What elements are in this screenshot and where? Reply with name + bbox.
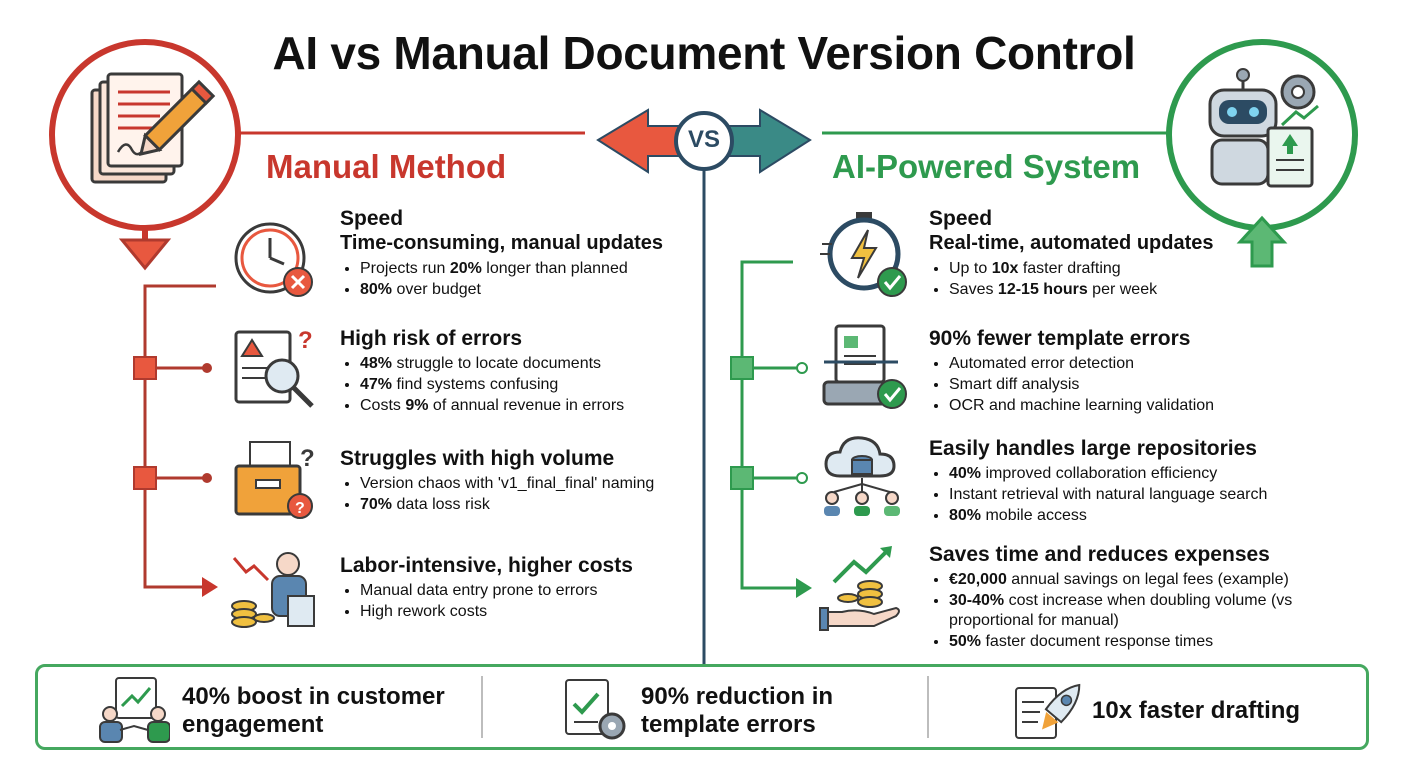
bullet: Up to 10x faster drafting <box>949 258 1369 279</box>
bullet: Version chaos with 'v1_final_final' nami… <box>360 473 780 494</box>
scanner-doc-icon <box>822 324 907 409</box>
ai-section-title: AI-Powered System <box>832 148 1141 185</box>
divider <box>927 676 929 738</box>
bullet: 70% data loss risk <box>360 494 780 515</box>
ai-item-repositories: Easily handles large repositories 40% im… <box>929 436 1369 526</box>
bullet: 48% struggle to locate documents <box>360 353 780 374</box>
bullet: 50% faster document response times <box>949 631 1309 652</box>
stat-line: engagement <box>182 711 324 738</box>
stat-line: template errors <box>641 711 816 738</box>
stat-line: 10x faster drafting <box>1092 697 1301 724</box>
bullet: 30-40% cost increase when doubling volum… <box>949 590 1309 631</box>
ai-badge <box>1166 39 1358 268</box>
svg-text:?: ? <box>300 445 315 472</box>
manual-item-errors: High risk of errors 48% struggle to loca… <box>340 326 780 416</box>
bullet: Smart diff analysis <box>949 374 1369 395</box>
ai-item-heading: Easily handles large repositories <box>929 437 1257 460</box>
bullet: Projects run 20% longer than planned <box>360 258 780 279</box>
error-doc-icon: ? <box>234 327 314 408</box>
manual-item-heading: Labor-intensive, higher costs <box>340 554 633 577</box>
stats-panel <box>35 664 1369 750</box>
bullet: OCR and machine learning validation <box>949 395 1369 416</box>
page-title: AI vs Manual Document Version Control <box>272 27 1136 79</box>
clock-icon <box>234 222 313 297</box>
manual-item-speed: Speed Time-consuming, manual updates Pro… <box>340 206 780 300</box>
file-box-icon: ? ? <box>234 441 315 519</box>
bullet: Costs 9% of annual revenue in errors <box>360 395 780 416</box>
bullet: €20,000 annual savings on legal fees (ex… <box>949 569 1309 590</box>
bullet: Automated error detection <box>949 353 1369 374</box>
ai-item-heading: Speed <box>929 207 993 230</box>
bullet: Manual data entry prone to errors <box>360 580 780 601</box>
stat-drafting: 10x faster drafting <box>1092 697 1300 725</box>
rocket-icon <box>1015 683 1081 739</box>
bullet: High rework costs <box>360 601 780 622</box>
bullet: Instant retrieval with natural language … <box>949 484 1369 505</box>
vs-label: VS <box>687 126 720 153</box>
manual-item-volume: Struggles with high volume Version chaos… <box>340 446 780 515</box>
bullet: 40% improved collaboration efficiency <box>949 463 1369 484</box>
engagement-icon <box>99 677 170 743</box>
manual-item-heading: Struggles with high volume <box>340 447 615 470</box>
cloud-database-icon <box>824 436 900 516</box>
ai-item-subheading: Real-time, automated updates <box>929 232 1214 254</box>
divider <box>481 676 483 738</box>
stat-engagement: 40% boost in customer engagement <box>182 683 445 739</box>
stat-line: 90% reduction in <box>641 683 834 710</box>
bullet: 80% mobile access <box>949 505 1369 526</box>
manual-item-heading: Speed <box>340 207 404 230</box>
svg-text:?: ? <box>295 500 305 517</box>
bullet: Saves 12-15 hours per week <box>949 279 1369 300</box>
ai-item-heading: Saves time and reduces expenses <box>929 543 1270 566</box>
manual-item-heading: High risk of errors <box>340 327 523 350</box>
checklist-gear-icon <box>565 679 626 740</box>
manual-badge <box>49 39 241 271</box>
stat-line: 40% boost in customer <box>182 683 445 710</box>
ai-item-expenses: Saves time and reduces expenses €20,000 … <box>929 542 1309 652</box>
ai-item-speed: Speed Real-time, automated updates Up to… <box>929 206 1369 300</box>
labor-cost-icon <box>231 552 315 628</box>
ai-item-errors: 90% fewer template errors Automated erro… <box>929 326 1369 416</box>
stopwatch-icon <box>820 212 907 297</box>
svg-text:?: ? <box>298 327 313 354</box>
manual-item-costs: Labor-intensive, higher costs Manual dat… <box>340 553 780 622</box>
bullet: 47% find systems confusing <box>360 374 780 395</box>
manual-section-title: Manual Method <box>266 148 507 185</box>
stat-template-errors: 90% reduction in template errors <box>641 683 833 739</box>
manual-item-subheading: Time-consuming, manual updates <box>340 232 664 254</box>
ai-item-heading: 90% fewer template errors <box>929 327 1191 350</box>
bullet: 80% over budget <box>360 279 780 300</box>
savings-hand-icon <box>819 546 900 631</box>
